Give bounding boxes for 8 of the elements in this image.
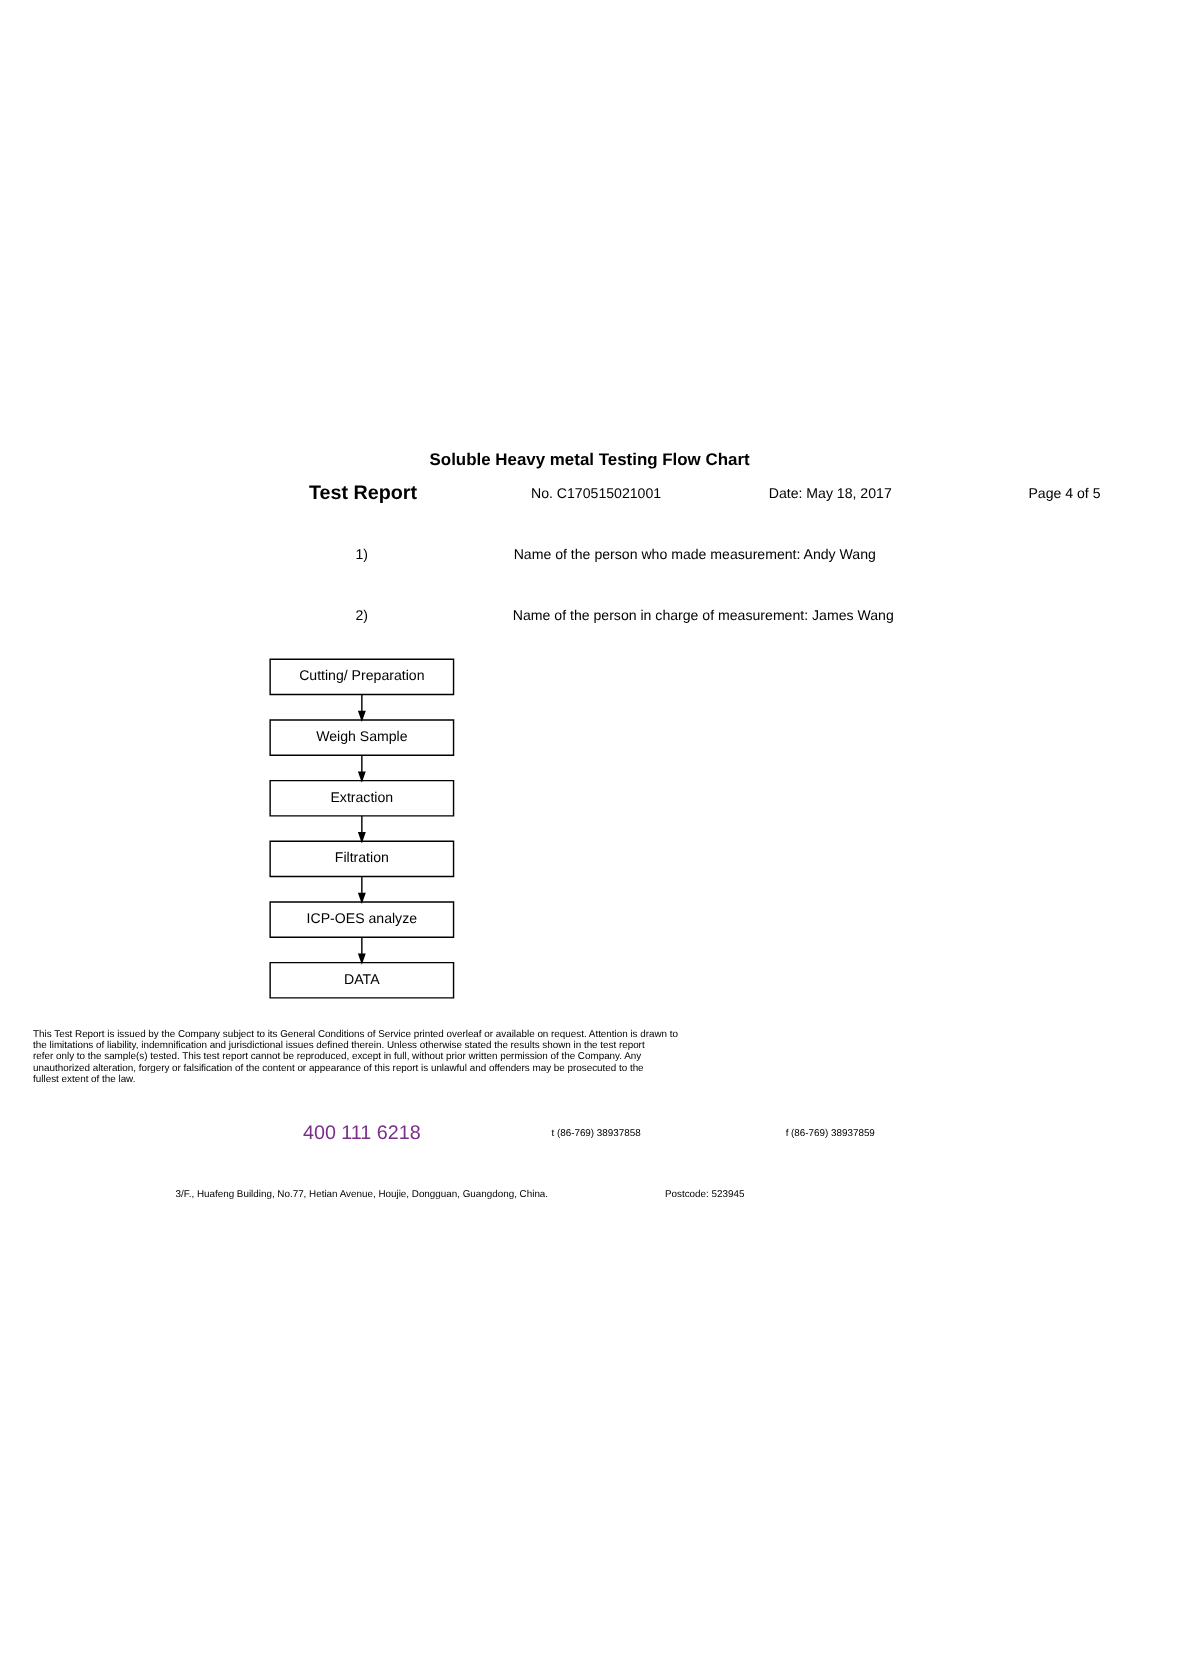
arrow — [357, 876, 366, 905]
label: Test Report — [308, 482, 418, 505]
arrow — [357, 694, 366, 723]
arrow — [357, 754, 366, 783]
label: 400 111 6218 — [302, 1123, 421, 1146]
diagram-title: Soluble Heavy metal Testing Flow Chart — [429, 449, 750, 470]
arrow — [357, 936, 366, 965]
arrow — [357, 815, 366, 844]
